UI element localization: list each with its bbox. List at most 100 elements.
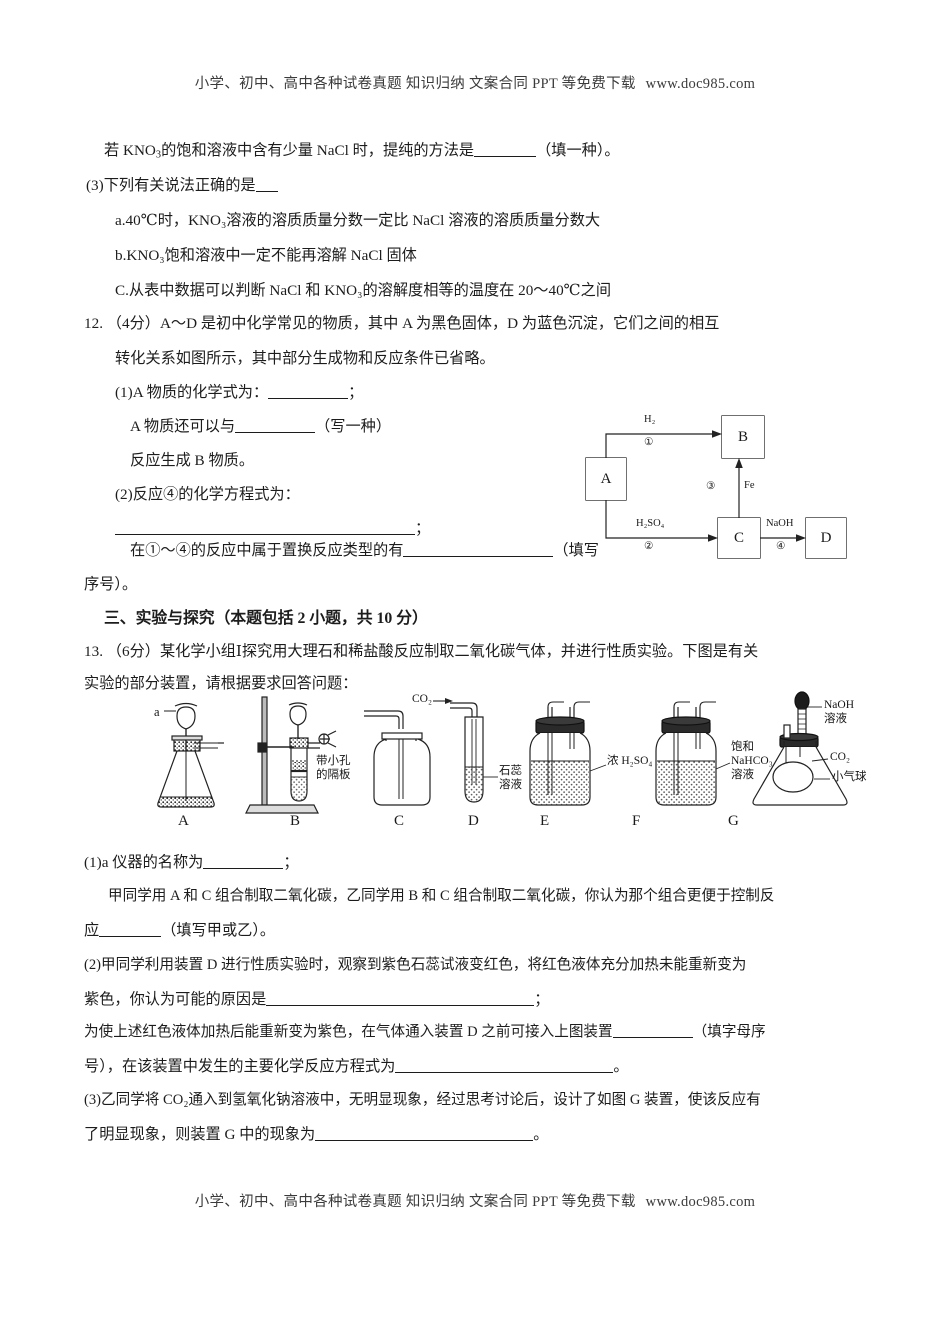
apparatus-svg bbox=[157, 691, 848, 814]
flow-edge-2 bbox=[605, 500, 712, 539]
q13-number: 13. bbox=[84, 643, 103, 660]
flow-node-c: C bbox=[718, 518, 760, 558]
apparatus-e-annotation: 浓 H₂SO₄ bbox=[607, 755, 653, 767]
q13-sub3-line2-pre: 了明显现象，则装置 G 中的现象为 bbox=[84, 1126, 316, 1143]
q12-sub2: (2)反应④的化学方程式为： bbox=[115, 486, 300, 503]
answer-blank[interactable] bbox=[268, 398, 349, 399]
answer-blank[interactable] bbox=[474, 156, 537, 157]
apparatus-d-annotation-co2: CO₂ bbox=[412, 693, 432, 705]
q13-sub2-line3-pre: 为使上述红色液体加热后能重新变为紫色，在气体通入装置 D 之前可接入上图装置 bbox=[84, 1024, 613, 1040]
q12-sub3-pre: 在①～④的反应中属于置换反应类型的有 bbox=[130, 542, 404, 559]
q11-part3-stem: (3)下列有关说法正确的是 bbox=[86, 175, 278, 198]
flow-arrow-3 bbox=[735, 458, 743, 468]
footer-watermark-url: www.doc985.com bbox=[645, 1194, 756, 1210]
q13-sub2-line3: 为使上述红色液体加热后能重新变为紫色，在气体通入装置 D 之前可接入上图装置 （填… bbox=[84, 1022, 766, 1044]
q11-purify-sub: 3 bbox=[155, 149, 162, 161]
flow-arrow-4 bbox=[796, 534, 806, 542]
flow-edge-1-reagent: H₂ bbox=[644, 414, 656, 425]
apparatus-label-c: C bbox=[394, 813, 405, 829]
answer-blank[interactable] bbox=[403, 556, 554, 557]
q12-sub3-line2: 序号）。 bbox=[84, 576, 138, 593]
q12-sub3-post: （填写 bbox=[553, 542, 599, 559]
q12-number: 12. bbox=[84, 315, 103, 332]
flow-node-d: D bbox=[806, 518, 846, 558]
apparatus-b-annotation-1: 带小孔 bbox=[316, 755, 351, 767]
answer-blank[interactable] bbox=[612, 1037, 693, 1038]
q11-option-c: C.从表中数据可以判断 NaCl 和 KNO₃的溶解度相等的温度在 20～40℃… bbox=[115, 282, 612, 299]
answer-blank[interactable] bbox=[395, 1072, 614, 1073]
q13-stem-line1: 13. （6分）某化学小组Ⅰ探究用大理石和稀盐酸反应制取二氧化碳气体，并进行性质… bbox=[84, 641, 758, 664]
flow-edge-2-number: ② bbox=[644, 541, 654, 552]
q12-sub2-rule: ； bbox=[115, 518, 430, 541]
apparatus-e bbox=[529, 701, 607, 806]
flow-edge-4-reagent: NaOH bbox=[766, 518, 794, 529]
q11-purify-post: 的饱和溶液中含有少量 NaCl 时，提纯的方法是 bbox=[161, 142, 475, 159]
apparatus-label-g: G bbox=[728, 813, 739, 829]
apparatus-g bbox=[752, 691, 848, 806]
q13-sub3-line2-post: 。 bbox=[533, 1126, 549, 1143]
apparatus-label-e: E bbox=[540, 813, 550, 829]
q13-sub2-line4: 号），在该装置中发生的主要化学反应方程式为。 bbox=[84, 1056, 629, 1079]
apparatus-g-annotation-balloon: 小气球 bbox=[832, 771, 867, 783]
q13-sub2-line2-post: ； bbox=[534, 991, 550, 1008]
apparatus-c bbox=[364, 710, 431, 806]
q13-sub2-line2-pre: 紫色，你认为可能的原因是 bbox=[84, 991, 267, 1008]
q13-sub2-line4-pre: 号），在该装置中发生的主要化学反应方程式为 bbox=[84, 1058, 396, 1075]
q12-sub1-line2: A 物质还可以与（写一种） bbox=[130, 416, 391, 439]
flow-node-d-label: D bbox=[820, 529, 832, 546]
footer-watermark-text: 小学、初中、高中各种试卷真题 知识归纳 文案合同 PPT 等免费下载 bbox=[194, 1194, 636, 1210]
flow-edge-1-number: ① bbox=[644, 437, 654, 448]
apparatus-g-annotation-co2: CO₂ bbox=[830, 751, 850, 763]
q12-stem-text1: A～D 是初中化学常见的物质，其中 A 为黑色固体，D 为蓝色沉淀，它们之间的相… bbox=[159, 315, 720, 332]
q12-sub1-line2-post: （写一种） bbox=[315, 418, 391, 435]
q13-sub2-line3-post: （填字母序 bbox=[692, 1024, 766, 1040]
flow-node-a: A bbox=[586, 458, 626, 500]
flow-edge-3-number: ③ bbox=[706, 481, 716, 492]
apparatus-label-f: F bbox=[632, 813, 641, 829]
header-watermark: 小学、初中、高中各种试卷真题 知识归纳 文案合同 PPT 等免费下载 www.do… bbox=[0, 72, 950, 93]
apparatus-b bbox=[245, 696, 337, 814]
apparatus-b-annotation-2: 的隔板 bbox=[316, 769, 351, 781]
apparatus-label-d: D bbox=[468, 813, 479, 829]
q12-stem-line1: 12. （4分）A～D 是初中化学常见的物质，其中 A 为黑色固体，D 为蓝色沉… bbox=[84, 313, 719, 336]
flow-arrow-1 bbox=[712, 430, 722, 438]
answer-blank[interactable] bbox=[266, 1005, 535, 1006]
q11-option-a: a.40℃时，KNO₃溶液的溶质质量分数一定比 NaCl 溶液的溶质质量分数大 bbox=[115, 212, 601, 229]
flow-edge-3-reagent: Fe bbox=[744, 480, 755, 491]
apparatus-d bbox=[450, 702, 498, 803]
answer-blank[interactable] bbox=[99, 936, 162, 937]
q13-stem-text1: 某化学小组Ⅰ探究用大理石和稀盐酸反应制取二氧化碳气体，并进行性质实验。下图是有关 bbox=[159, 643, 759, 660]
flow-edge-1 bbox=[605, 433, 716, 458]
answer-blank[interactable] bbox=[235, 432, 316, 433]
apparatus-d-annotation-litmus2: 溶液 bbox=[499, 779, 522, 791]
apparatus-a bbox=[157, 702, 224, 808]
header-watermark-url: www.doc985.com bbox=[645, 76, 756, 92]
q13-sub3-line1: (3)乙同学将 CO₂通入到氢氧化钠溶液中，无明显现象，经过思考讨论后，设计了如… bbox=[84, 1092, 761, 1108]
answer-blank[interactable] bbox=[255, 191, 278, 192]
flow-edge-4-number: ④ bbox=[776, 541, 786, 552]
q12-stem-line2: 转化关系如图所示，其中部分生成物和反应条件已省略。 bbox=[115, 350, 495, 367]
flow-node-a-label: A bbox=[600, 470, 612, 487]
q12-sub1-line1: (1)A 物质的化学式为：； bbox=[115, 382, 363, 405]
q12-sub1-post: ； bbox=[348, 384, 364, 401]
answer-blank[interactable] bbox=[115, 534, 415, 535]
apparatus-a-annotation-a: a bbox=[154, 705, 160, 719]
header-watermark-text: 小学、初中、高中各种试卷真题 知识归纳 文案合同 PPT 等免费下载 bbox=[194, 76, 636, 92]
q13-sub1-line2: 甲同学用 A 和 C 组合制取二氧化碳，乙同学用 B 和 C 组合制取二氧化碳，… bbox=[108, 888, 775, 904]
flow-node-b: B bbox=[722, 416, 764, 458]
answer-blank[interactable] bbox=[315, 1140, 534, 1141]
apparatus-label-b: B bbox=[290, 813, 301, 829]
q13-sub1-line3: 应（填写甲或乙）。 bbox=[84, 920, 275, 943]
q13-sub2-line1: (2)甲同学利用装置 D 进行性质实验时，观察到紫色石蕊试液变红色，将红色液体充… bbox=[84, 957, 747, 973]
apparatus-g-annotation-solution: 溶液 bbox=[824, 713, 847, 725]
q11-purify-tail: （填一种）。 bbox=[536, 142, 620, 159]
q13-sub3-line2: 了明显现象，则装置 G 中的现象为 。 bbox=[84, 1124, 548, 1147]
q13-sub1-line3-pre: 应 bbox=[84, 922, 100, 939]
footer-watermark: 小学、初中、高中各种试卷真题 知识归纳 文案合同 PPT 等免费下载 www.do… bbox=[0, 1190, 950, 1211]
apparatus-g-annotation-naoh: NaOH bbox=[824, 699, 855, 711]
apparatus-label-a: A bbox=[178, 813, 189, 829]
answer-blank[interactable] bbox=[203, 868, 284, 869]
q13-sub1-line1: (1)a 仪器的名称为； bbox=[84, 852, 299, 875]
apparatus-f-annotation-3: 溶液 bbox=[731, 769, 754, 781]
